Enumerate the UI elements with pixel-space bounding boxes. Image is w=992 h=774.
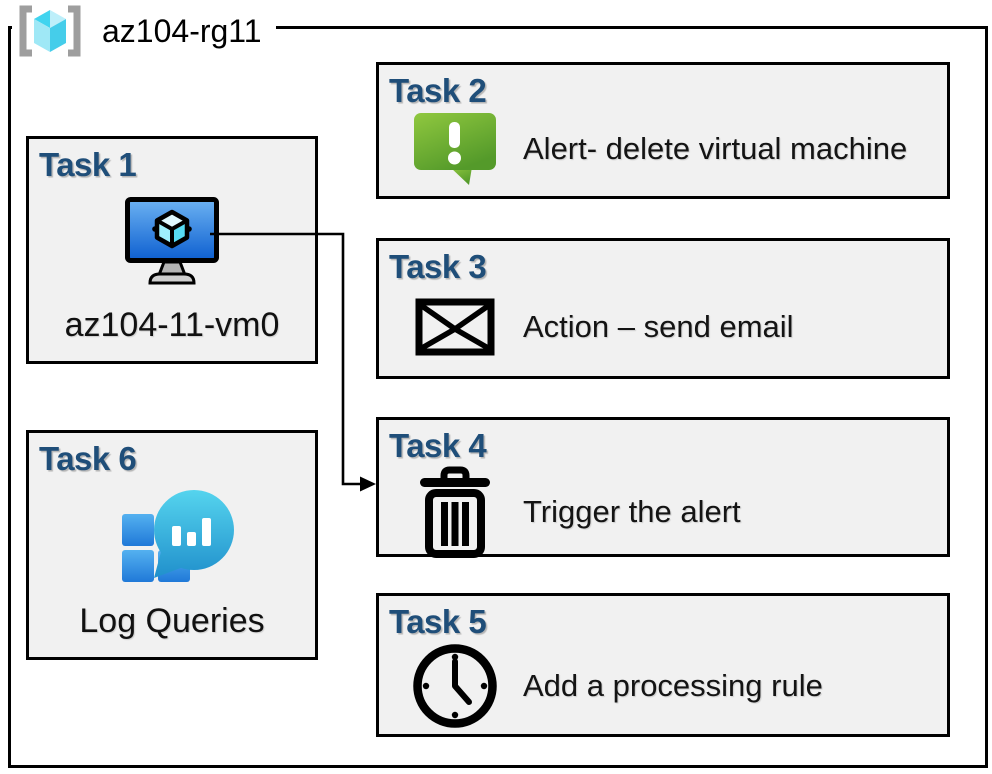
task2-box: Task 2 Alert- delete virtual machine: [376, 62, 950, 199]
clock-icon: [413, 644, 497, 729]
task1-label: az104-11-vm0: [64, 306, 280, 344]
email-envelope-icon: [415, 298, 495, 356]
resource-group-legend: az104-rg11: [12, 2, 276, 60]
alert-message-icon: [414, 113, 496, 186]
task6-heading: Task 6: [39, 440, 137, 477]
task5-heading: Task 5: [389, 603, 487, 640]
log-queries-icon: [122, 489, 234, 582]
task3-label: Action – send email: [523, 308, 794, 344]
task1-box: Task 1: [26, 136, 318, 364]
task4-box: Task 4 Trigger the alert: [376, 417, 950, 559]
task1-heading: Task 1: [39, 146, 137, 183]
task5-box: Task 5 Add a processing rule: [376, 593, 950, 737]
resource-group-icon: [19, 5, 81, 57]
task3-box: Task 3 Action – send email: [376, 238, 950, 379]
virtual-machine-icon: [125, 197, 219, 285]
task6-box: Task 6 Log Q: [26, 430, 318, 660]
task2-heading: Task 2: [389, 72, 487, 109]
task5-label: Add a processing rule: [523, 668, 823, 704]
resource-group-name: az104-rg11: [102, 12, 262, 49]
resource-group-frame: [8, 26, 988, 768]
task4-label: Trigger the alert: [523, 494, 741, 530]
task2-label: Alert- delete virtual machine: [523, 131, 908, 167]
task3-heading: Task 3: [389, 248, 487, 285]
trash-delete-icon: [420, 466, 490, 559]
task4-heading: Task 4: [389, 427, 487, 464]
task6-label: Log Queries: [79, 602, 265, 640]
